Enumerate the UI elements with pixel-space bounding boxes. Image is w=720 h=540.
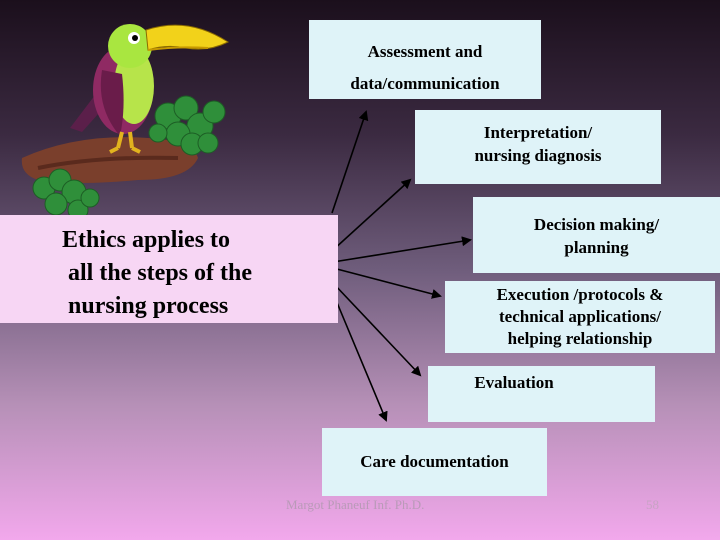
arrow-to-care — [332, 292, 388, 422]
interpretation-box: Interpretation/ nursing diagnosis — [415, 110, 661, 184]
interpretation-line-2: nursing diagnosis — [474, 145, 602, 165]
decision-box: Decision making/ planning — [473, 197, 720, 273]
evaluation-label: Evaluation — [474, 373, 554, 392]
execution-line-3: helping relationship — [507, 329, 653, 349]
assessment-box: Assessment and data/communication — [309, 20, 541, 99]
arrow-to-evaluation — [332, 282, 422, 377]
footer-page-number: 58 — [646, 497, 659, 512]
arrow-to-decision — [332, 236, 472, 263]
assessment-line-1: Assessment and — [367, 42, 483, 61]
decision-line-2: planning — [564, 237, 629, 257]
care-documentation-box: Care documentation — [322, 428, 547, 496]
arrow-to-assessment — [331, 110, 369, 214]
arrow-to-interpretation — [332, 178, 412, 251]
arrow-to-execution — [332, 267, 442, 299]
decision-line-1: Decision making/ — [533, 215, 660, 234]
ethics-box: Ethics applies to all the steps of the n… — [0, 215, 338, 323]
toucan-clipart-icon — [21, 24, 230, 221]
interpretation-line-1: Interpretation/ — [483, 123, 593, 142]
footer-author: Margot Phaneuf Inf. Ph.D. — [286, 497, 425, 512]
ethics-line-1: Ethics applies to — [62, 227, 231, 253]
execution-line-2: technical applications/ — [499, 307, 661, 327]
execution-line-1: Execution /protocols & — [496, 285, 664, 304]
ethics-line-3: nursing process — [62, 293, 229, 319]
assessment-line-2: data/communication — [350, 74, 500, 93]
care-label: Care documentation — [360, 452, 509, 471]
evaluation-box: Evaluation — [428, 366, 655, 422]
ethics-line-2: all the steps of the — [62, 260, 252, 286]
execution-box: Execution /protocols & technical applica… — [445, 281, 715, 353]
